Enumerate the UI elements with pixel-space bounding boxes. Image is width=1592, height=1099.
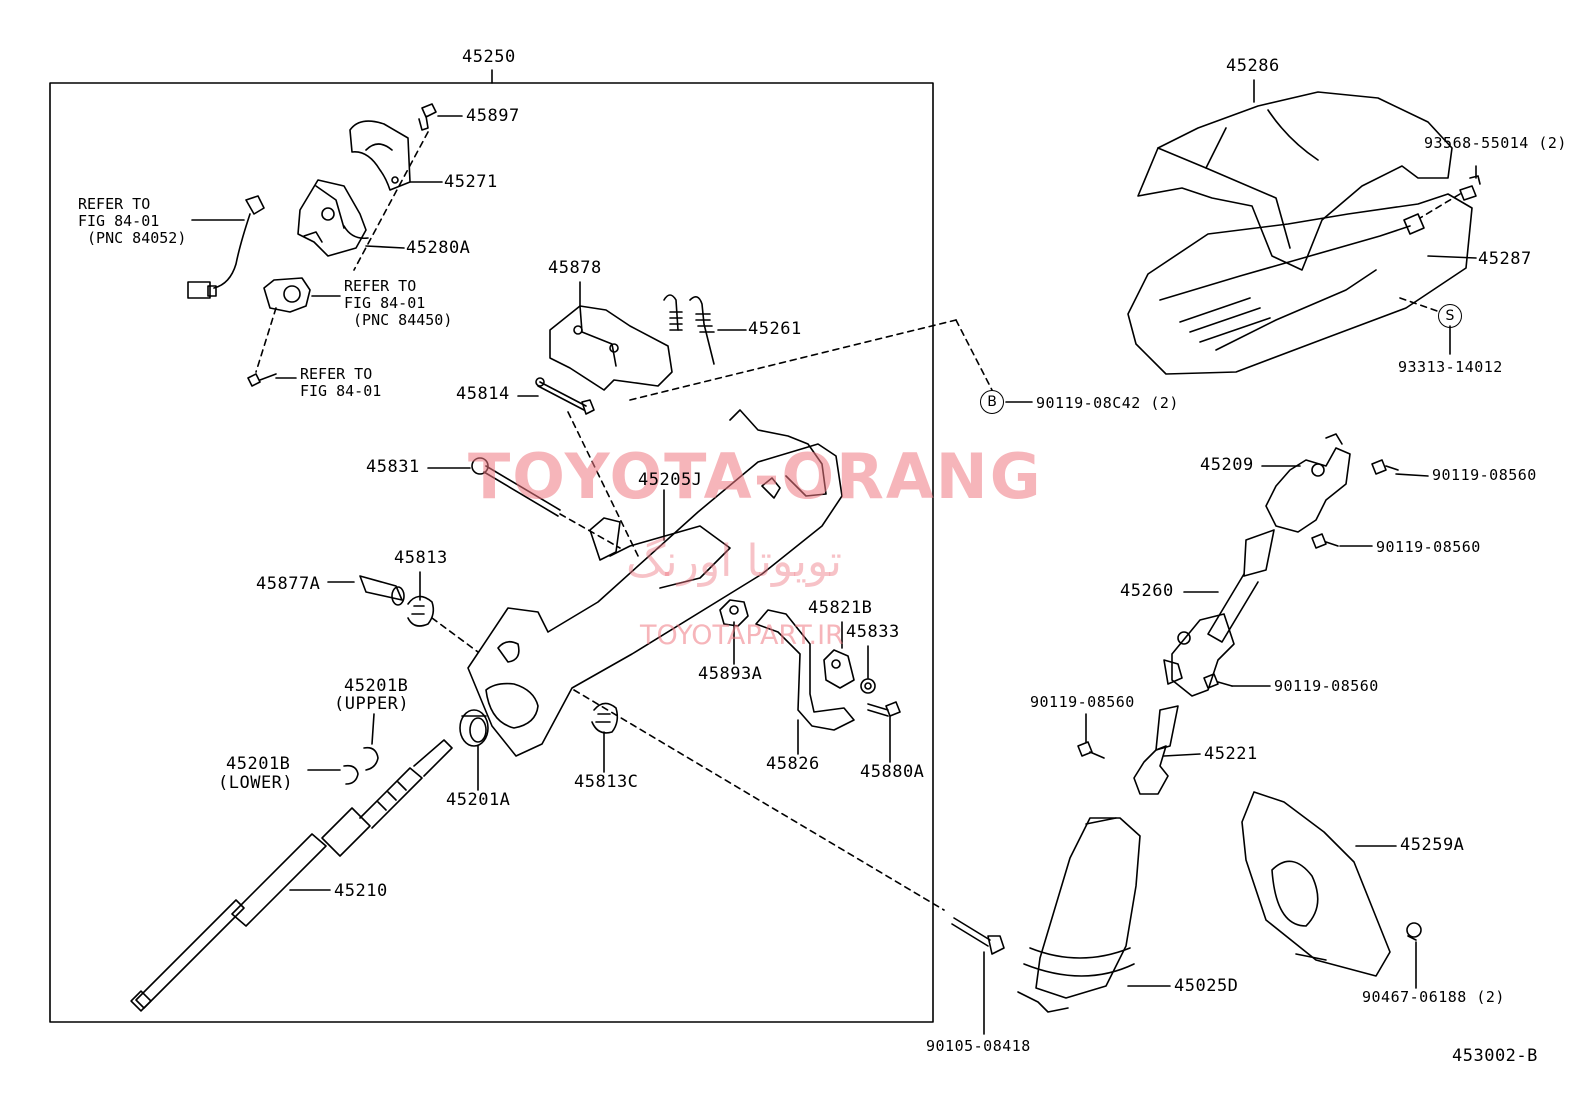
label-45880A: 45880A — [860, 762, 925, 782]
yoke-45209-shape — [1265, 433, 1351, 533]
boot-45025D-shape — [1017, 817, 1141, 1013]
label-45813: 45813 — [394, 548, 448, 568]
watermark-persian: تویوتا اورنگ — [626, 536, 842, 587]
bushing-45813C-shape — [591, 702, 619, 734]
label-45201B-upper-note: (UPPER) — [334, 694, 410, 714]
label-45209: 45209 — [1200, 455, 1254, 475]
label-45201A: 45201A — [446, 790, 511, 810]
label-45833: 45833 — [846, 622, 900, 642]
screw-45897-shape — [418, 103, 437, 131]
bolt-90119-c-shape — [1203, 673, 1233, 689]
watermark-main: TOYOTA-ORANG — [468, 440, 1043, 513]
label-45210: 45210 — [334, 881, 388, 901]
shaft-45210-shape — [130, 739, 453, 1012]
bushing-45813-shape — [407, 595, 435, 627]
label-45261: 45261 — [748, 319, 802, 339]
label-45893A: 45893A — [698, 664, 763, 684]
label-45877A: 45877A — [256, 574, 321, 594]
label-45271: 45271 — [444, 172, 498, 192]
label-45286: 45286 — [1226, 56, 1280, 76]
label-45259A: 45259A — [1400, 835, 1465, 855]
column-45205J-shape — [467, 409, 843, 757]
bolt-90105-shape — [951, 917, 1005, 955]
bracket-45878-shape — [549, 305, 673, 391]
label-45813C: 45813C — [574, 772, 639, 792]
bracket-45271-shape — [349, 120, 411, 191]
reference-84052: REFER TO FIG 84-01 (PNC 84052) — [78, 195, 187, 247]
figure-code: 453002-B — [1452, 1046, 1538, 1066]
upper-cover-45286-shape — [1137, 91, 1453, 271]
lower-cover-45287-shape — [1127, 193, 1473, 375]
shaft-45260-shape — [1163, 529, 1275, 697]
shaft-45221-shape — [1133, 705, 1179, 795]
lock-housing-45280A-shape — [297, 179, 369, 257]
label-45201B-upper: 45201B — [344, 676, 409, 696]
label-45821B: 45821B — [808, 598, 873, 618]
label-93313: 93313-14012 — [1398, 358, 1503, 376]
springs-45261-shape — [663, 294, 715, 365]
label-45221: 45221 — [1204, 744, 1258, 764]
clip-lower-shape — [343, 764, 359, 785]
label-45205J: 45205J — [638, 470, 703, 490]
harness-shape — [187, 195, 265, 299]
reference-fig: REFER TO FIG 84-01 — [300, 365, 382, 400]
bolt-45880A-shape — [867, 701, 901, 717]
label-45831: 45831 — [366, 457, 420, 477]
label-45878: 45878 — [548, 258, 602, 278]
watermark-site: TOYOTAPART.IR — [640, 620, 844, 651]
label-45897: 45897 — [466, 106, 520, 126]
bolt-45831-shape — [471, 457, 561, 517]
nut-45833-shape — [860, 678, 876, 694]
cover-45259A-shape — [1241, 791, 1391, 977]
nut-45893A-shape — [719, 599, 749, 627]
switch-shape — [263, 277, 311, 313]
clip-45821B-shape — [823, 649, 855, 689]
bolt-90119-b-shape — [1311, 533, 1339, 549]
lever-45826-shape — [755, 609, 855, 731]
label-90119-08C42: 90119-08C42 (2) — [1036, 394, 1179, 412]
symbol-s: S — [1438, 304, 1462, 328]
label-93568: 93568-55014 (2) — [1424, 134, 1567, 152]
label-45287: 45287 — [1478, 249, 1532, 269]
bolt-90119-d-shape — [1077, 741, 1105, 759]
screw-ref-shape — [247, 373, 277, 387]
pin-45814-shape — [535, 377, 595, 415]
label-45280A: 45280A — [406, 238, 471, 258]
clip-upper-shape — [363, 746, 379, 771]
symbol-b: B — [980, 390, 1004, 414]
screw-93568-shape — [1459, 175, 1481, 201]
label-45025D: 45025D — [1174, 976, 1239, 996]
label-45201B-lower-note: (LOWER) — [218, 773, 294, 793]
label-90467: 90467-06188 (2) — [1362, 988, 1505, 1006]
label-90105: 90105-08418 — [926, 1037, 1031, 1055]
label-45826: 45826 — [766, 754, 820, 774]
label-45201B-lower: 45201B — [226, 754, 291, 774]
ring-45201A-shape — [459, 709, 489, 747]
label-90119-c: 90119-08560 — [1274, 677, 1379, 695]
label-90119-a: 90119-08560 — [1432, 466, 1537, 484]
label-90119-b: 90119-08560 — [1376, 538, 1481, 556]
sleeve-45877A-shape — [359, 575, 405, 606]
screw-90467-shape — [1406, 922, 1422, 941]
label-45260: 45260 — [1120, 581, 1174, 601]
label-90119-d: 90119-08560 — [1030, 693, 1135, 711]
label-frame: 45250 — [462, 47, 516, 67]
reference-84450: REFER TO FIG 84-01 (PNC 84450) — [344, 277, 453, 329]
bolt-90119-a-shape — [1371, 459, 1399, 475]
label-45814: 45814 — [456, 384, 510, 404]
